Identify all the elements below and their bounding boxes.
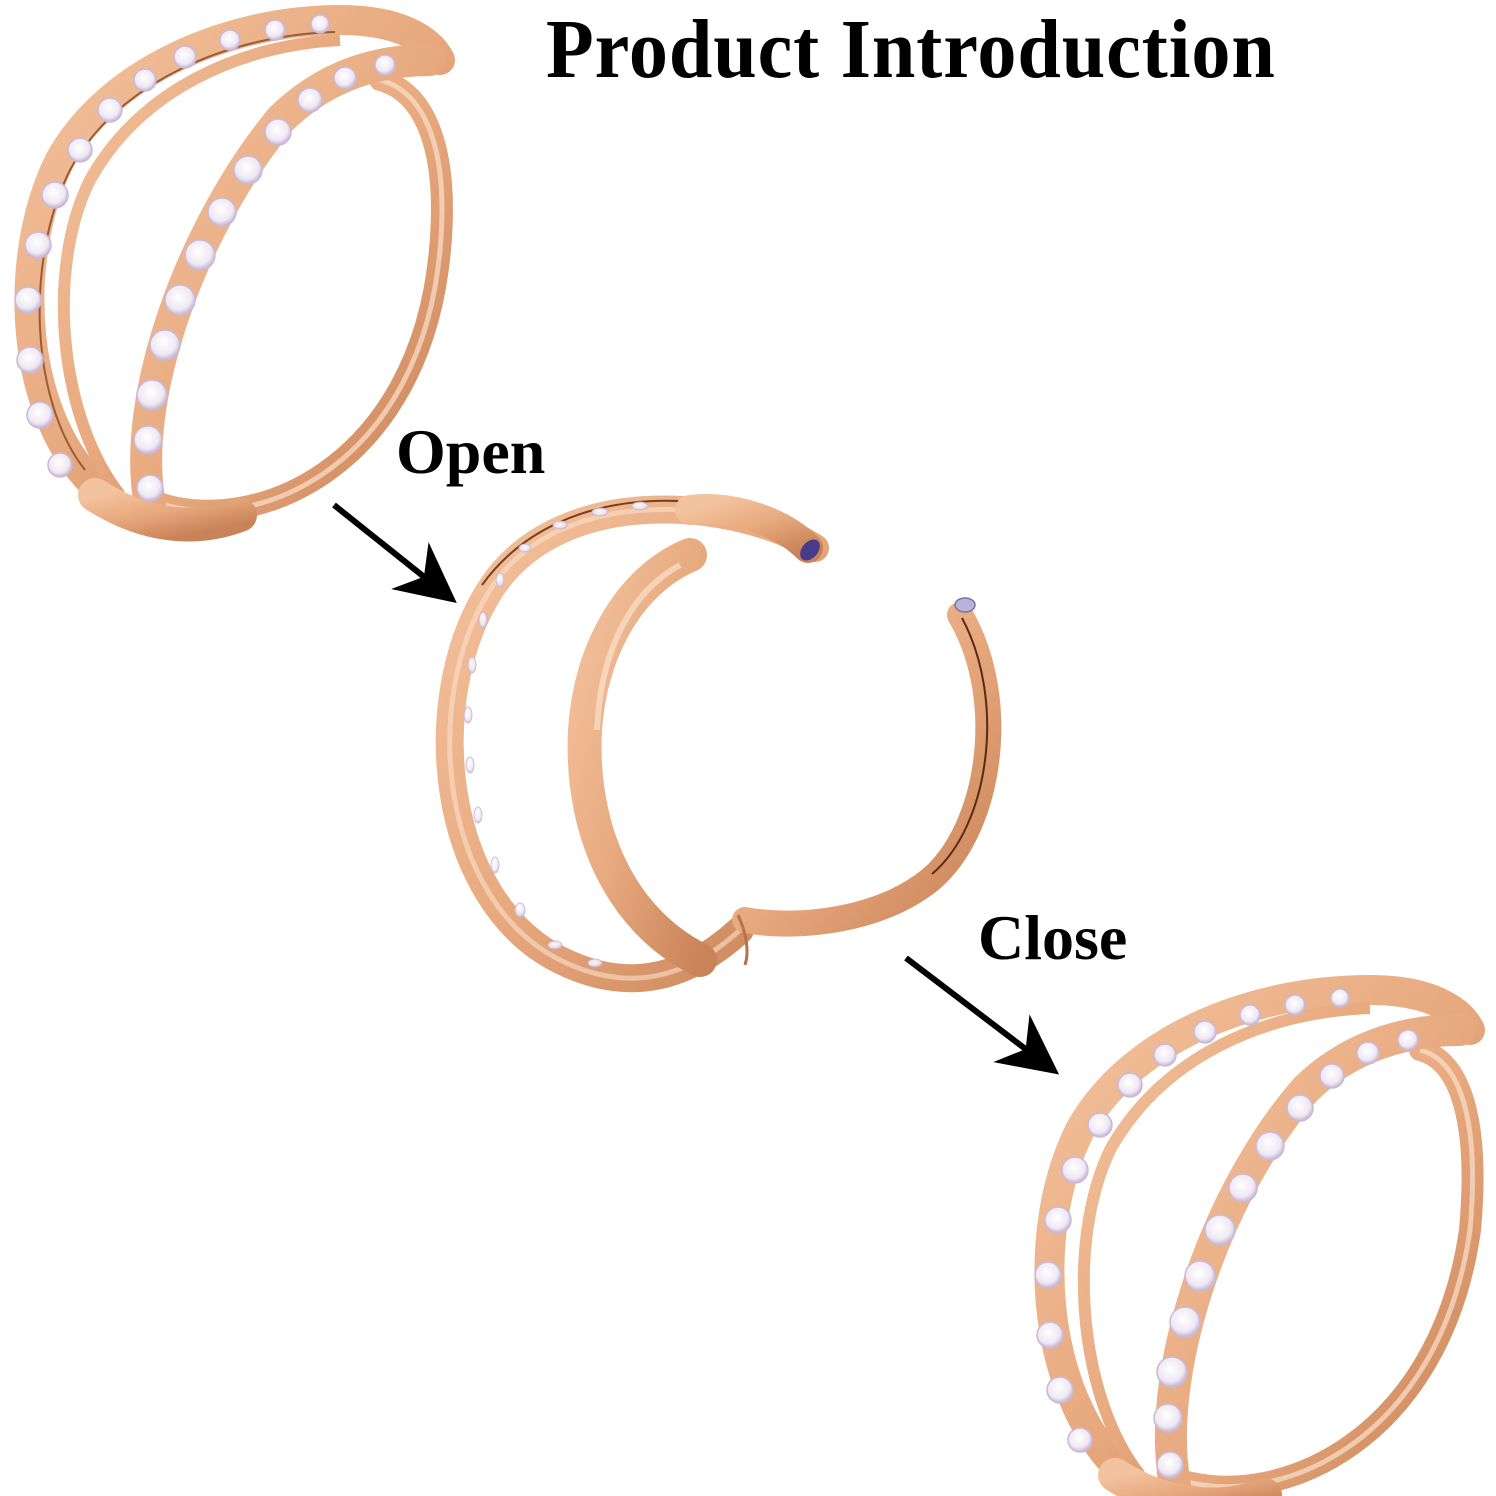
arrow-down-right-icon [904,955,1060,1075]
closed-ring-bottom-right [1034,974,1485,1496]
open-ring-middle [435,494,1002,993]
closed-ring-top-left [14,4,455,542]
arrow-down-right-icon [332,502,457,603]
open-step-label: Open [396,416,546,487]
close-step-label: Close [978,902,1128,973]
page-title: Product Introduction [546,3,1276,96]
